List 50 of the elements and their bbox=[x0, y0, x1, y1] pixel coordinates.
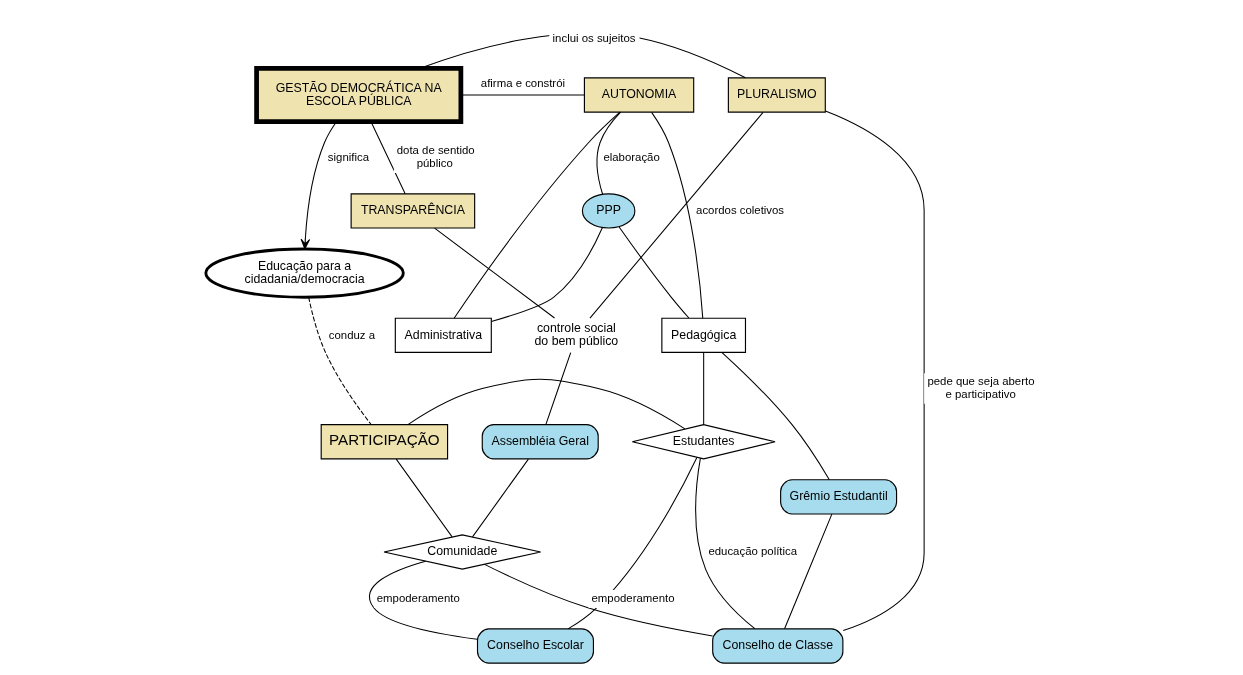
connector bbox=[370, 121, 406, 195]
connector bbox=[308, 296, 372, 426]
edge-label: inclui os sujeitos bbox=[552, 31, 636, 44]
connector bbox=[596, 111, 622, 195]
connector bbox=[695, 457, 756, 630]
connector bbox=[784, 513, 833, 630]
edge-label: significa bbox=[327, 151, 370, 164]
connector bbox=[368, 560, 478, 640]
connector bbox=[824, 110, 925, 632]
node-box: Conselho de Classe bbox=[712, 628, 844, 664]
node-box: PLURALISMO bbox=[727, 77, 826, 113]
node-box: Administrativa bbox=[394, 317, 492, 353]
connector bbox=[490, 227, 603, 323]
edge-label: dota de sentido público bbox=[396, 144, 475, 169]
connector bbox=[651, 111, 704, 319]
connector bbox=[453, 111, 621, 319]
node-box: Conselho Escolar bbox=[476, 628, 594, 664]
connector bbox=[460, 94, 585, 96]
connector bbox=[407, 378, 686, 430]
node-box: Assembléia Geral bbox=[481, 424, 599, 460]
edge-label: conduz a bbox=[328, 328, 376, 341]
edge-label: empoderamento bbox=[591, 592, 675, 605]
connector bbox=[472, 458, 529, 538]
node-box: GESTÃO DEMOCRÁTICA NA ESCOLA PÚBLICA bbox=[254, 66, 464, 124]
edge-label: elaboração bbox=[603, 151, 660, 164]
node-ellipse: Educação para a cidadania/democracia bbox=[204, 247, 405, 299]
node-box: TRANSPARÊNCIA bbox=[350, 193, 476, 229]
connector bbox=[589, 111, 764, 319]
connector bbox=[545, 352, 572, 426]
arrow bbox=[300, 121, 337, 250]
connector bbox=[618, 226, 690, 319]
edge-label: pede que seja aberto e participativo bbox=[927, 375, 1035, 400]
node-box: Grêmio Estudantil bbox=[780, 479, 898, 515]
node-text: controle social do bem público bbox=[534, 320, 619, 349]
edge-label: empoderamento bbox=[376, 592, 460, 605]
node-box: Pedagógica bbox=[661, 317, 747, 353]
connector bbox=[567, 457, 698, 630]
node-box: PARTICIPAÇÃO bbox=[320, 424, 449, 460]
edge-label: afirma e constrói bbox=[480, 76, 566, 89]
edge-label: educação política bbox=[708, 545, 798, 558]
edge-label: acordos coletivos bbox=[696, 204, 785, 217]
node-diamond: Comunidade bbox=[383, 534, 542, 570]
node-ellipse: PPP bbox=[581, 193, 636, 229]
node-diamond: Estudantes bbox=[631, 424, 776, 460]
connector bbox=[395, 458, 453, 538]
connector bbox=[721, 352, 830, 481]
connector bbox=[484, 563, 714, 637]
connector bbox=[703, 352, 705, 426]
node-box: AUTONOMIA bbox=[583, 77, 695, 113]
connector bbox=[434, 227, 556, 319]
